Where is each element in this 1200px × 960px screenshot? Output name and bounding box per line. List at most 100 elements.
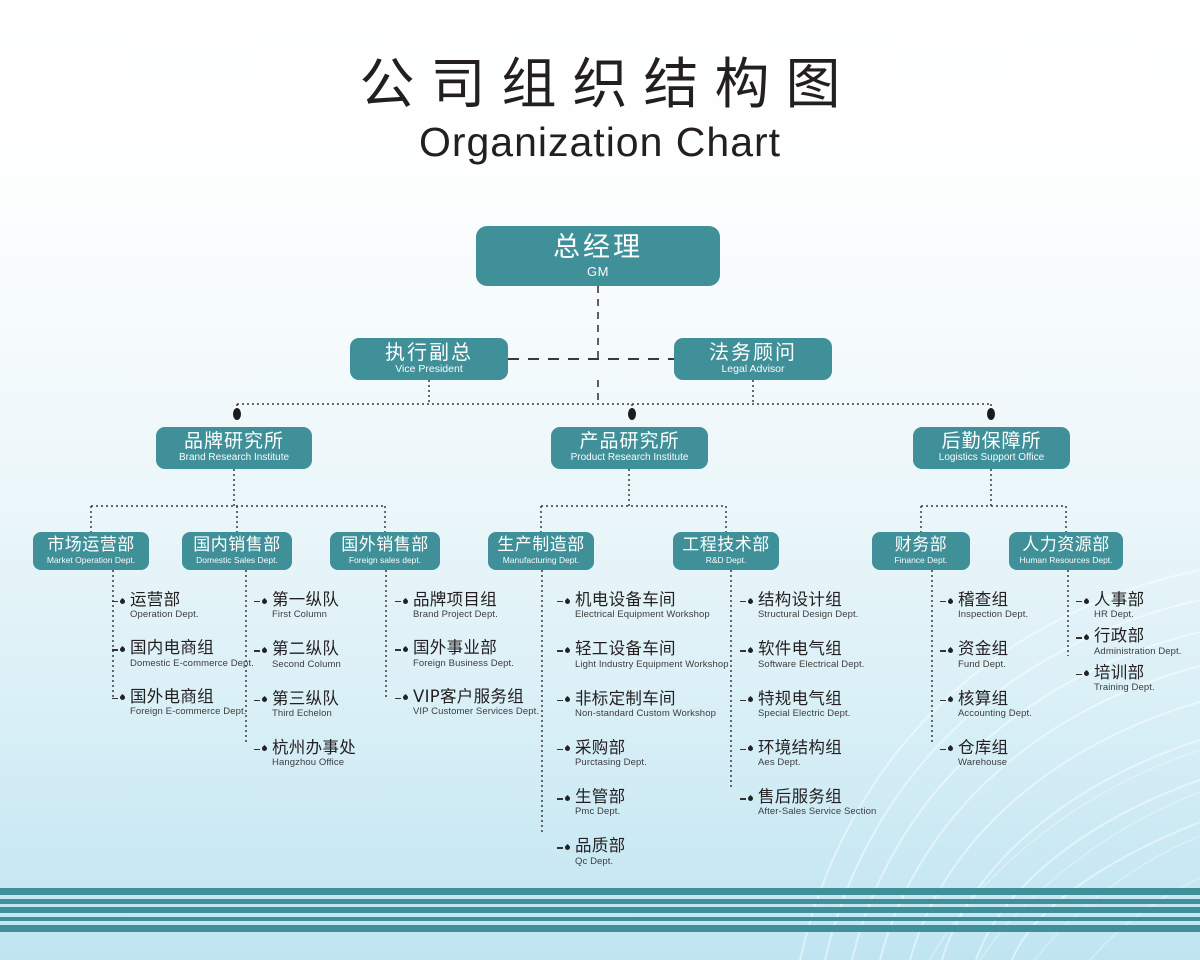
node-label-cn: 产品研究所 [579, 430, 680, 453]
node-general-manager[interactable]: 总经理 GM [476, 226, 720, 286]
node-label-en: Domestic Sales Dept. [196, 554, 278, 565]
arrow-bullet-icon [395, 695, 409, 703]
leaf-label-en: Foreign E-commerce Dept. [130, 705, 247, 717]
arrow-bullet-icon [557, 795, 571, 803]
node-label-cn: 人力资源部 [1022, 535, 1110, 556]
node-label-cn: 生产制造部 [497, 535, 585, 556]
leaf-label-cn: 国外事业部 [413, 638, 497, 658]
page-title: 公司组织结构图 Organization Chart [0, 52, 1200, 166]
leaf-label-cn: 软件电气组 [758, 639, 842, 659]
node-label-cn: 国外销售部 [341, 535, 429, 556]
node-finance-dept[interactable]: 财务部 Finance Dept. [872, 532, 970, 570]
node-manufacturing-dept[interactable]: 生产制造部 Manufacturing Dept. [488, 532, 594, 570]
leaf-label-en: Administration Dept. [1094, 645, 1182, 657]
leaf-label-en: Aes Dept. [758, 757, 801, 769]
arrow-bullet-icon [557, 746, 571, 754]
node-label-en: GM [587, 263, 609, 279]
leaf-label-cn: VIP客户服务组 [413, 686, 525, 706]
leaf-label-en: Non-standard Custom Workshop [575, 707, 716, 719]
leaf-label-cn: 结构设计组 [758, 590, 842, 609]
node-logistics-support-office[interactable]: 后勤保障所 Logistics Support Office [913, 427, 1070, 469]
node-product-research-institute[interactable]: 产品研究所 Product Research Institute [551, 427, 708, 469]
leaf-label-en: Electrical Equipment Workshop [575, 609, 710, 621]
leaf-label-en: Qc Dept. [575, 855, 614, 867]
arrow-bullet-icon [740, 795, 754, 803]
leaf-label-cn: 行政部 [1094, 626, 1145, 646]
node-label-cn: 法务顾问 [709, 340, 797, 365]
leaf-label-en: Pmc Dept. [575, 806, 621, 818]
arrow-bullet-icon [940, 697, 954, 705]
arrow-bullet-icon [740, 746, 754, 754]
leaf-label-cn: 资金组 [958, 639, 1009, 659]
leaf-label-cn: 运营部 [130, 590, 181, 609]
arrow-bullet-icon [740, 647, 754, 655]
node-domestic-sales-dept[interactable]: 国内销售部 Domestic Sales Dept. [182, 532, 292, 570]
leaf-label-en: Structural Design Dept. [758, 609, 859, 621]
node-foreign-sales-dept[interactable]: 国外销售部 Foreign sales dept. [330, 532, 440, 570]
leaf-label-cn: 轻工设备车间 [575, 639, 676, 659]
node-label-cn: 执行副总 [385, 340, 473, 365]
node-label-en: Legal Advisor [721, 363, 785, 376]
leaf-label-cn: 仓库组 [958, 737, 1009, 757]
leaf-label-en: Fund Dept. [958, 658, 1006, 670]
node-market-operation-dept[interactable]: 市场运营部 Market Operation Dept. [33, 532, 149, 570]
leaf-label-en: Third Echelon [272, 707, 332, 719]
node-brand-research-institute[interactable]: 品牌研究所 Brand Research Institute [156, 427, 312, 469]
leaf-label-cn: 国内电商组 [130, 638, 214, 658]
title-english: Organization Chart [418, 118, 782, 165]
arrow-bullet-icon [1076, 671, 1090, 679]
arrow-bullet-icon [740, 697, 754, 705]
node-vice-president[interactable]: 执行副总 Vice President [350, 338, 508, 380]
leaf-label-cn: 环境结构组 [758, 737, 842, 757]
leaf-label-cn: 人事部 [1094, 590, 1145, 609]
node-rd-dept[interactable]: 工程技术部 R&D Dept. [673, 532, 779, 570]
leaf-label-cn: 杭州办事处 [272, 737, 356, 757]
leaf-label-cn: 售后服务组 [758, 787, 842, 807]
node-legal-advisor[interactable]: 法务顾问 Legal Advisor [674, 338, 832, 380]
leaf-label-en: Second Column [272, 658, 341, 670]
arrow-bullet-icon [940, 746, 954, 754]
leaf-label-cn: 第三纵队 [272, 688, 340, 708]
arrow-bullet-icon [940, 647, 954, 655]
arrow-bullet-icon [254, 598, 268, 606]
node-label-cn: 国内销售部 [193, 535, 281, 556]
arrow-bullet-icon [740, 598, 754, 606]
arrow-bullet-icon [395, 598, 409, 606]
node-label-en: Finance Dept. [894, 554, 948, 565]
leaf-label-cn: 稽查组 [958, 590, 1009, 609]
node-human-resources-dept[interactable]: 人力资源部 Human Resources Dept. [1009, 532, 1123, 570]
arrow-bullet-icon [1076, 634, 1090, 642]
node-label-en: Product Research Institute [570, 452, 689, 464]
